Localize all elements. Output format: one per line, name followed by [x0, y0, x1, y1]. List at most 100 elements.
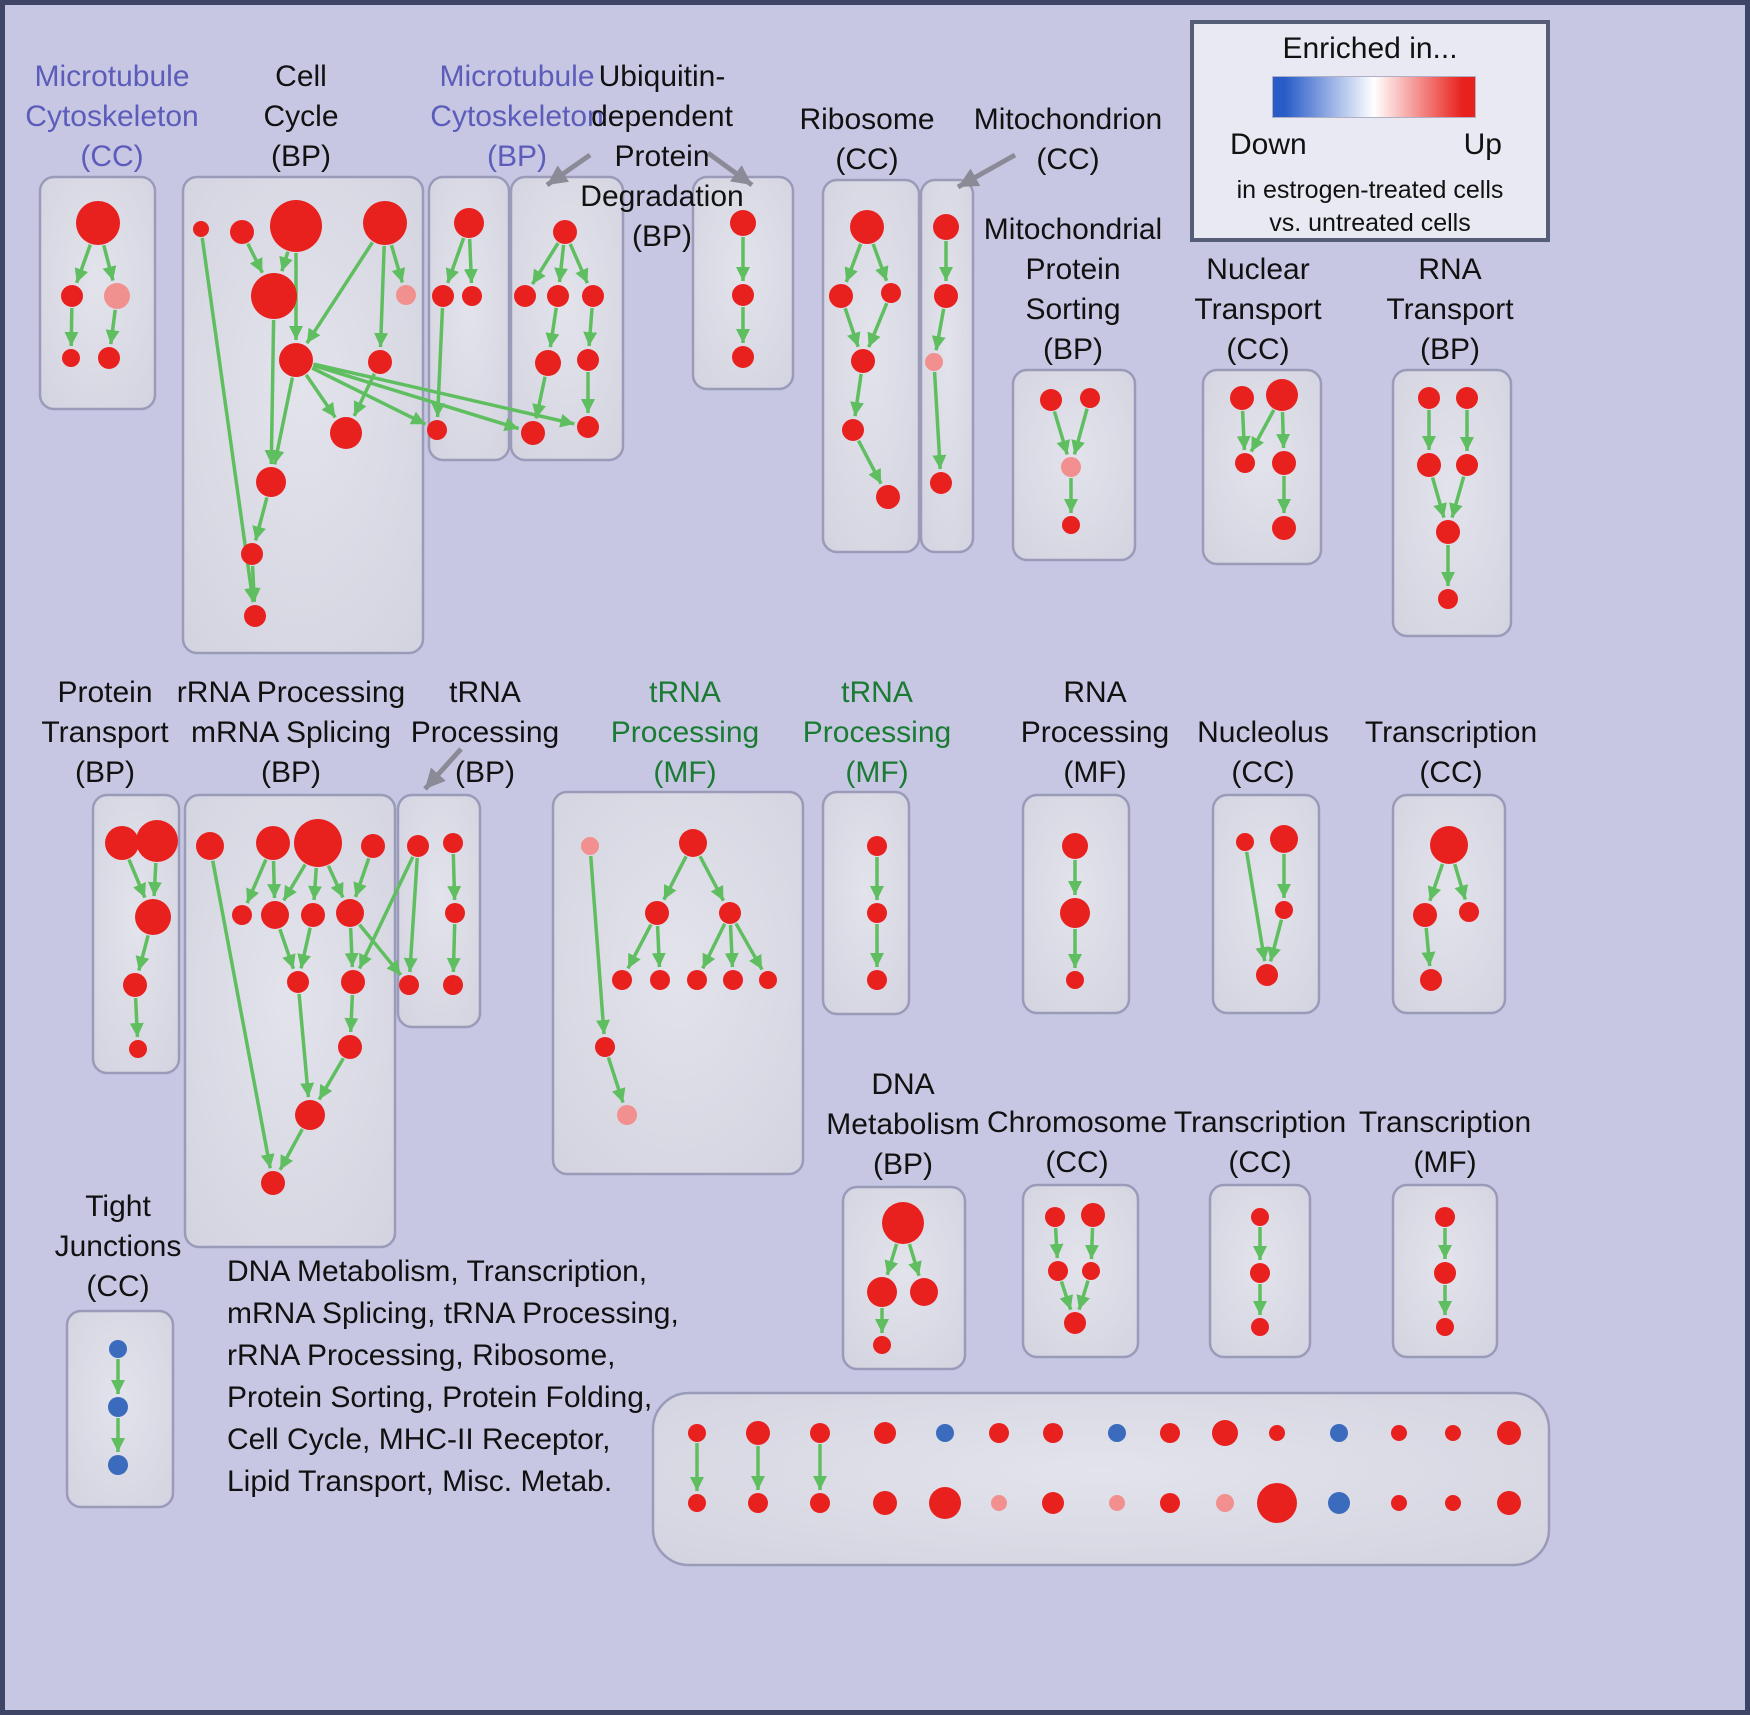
go-term-node-tp1	[407, 835, 429, 857]
edge-arrow	[1244, 851, 1270, 962]
go-term-node-i1	[1062, 833, 1088, 859]
go-term-node-v3	[732, 346, 754, 368]
go-term-node-g5	[612, 970, 632, 990]
go-term-node-bb5	[929, 1487, 961, 1519]
edge-arrow	[1084, 1227, 1099, 1260]
go-term-node-k4	[1420, 969, 1442, 991]
edge-arrow	[583, 307, 598, 347]
go-term-node-c3	[270, 200, 322, 252]
edge-arrow	[1453, 863, 1468, 901]
go-term-node-n1	[933, 214, 959, 240]
edge-arrow	[344, 927, 359, 968]
edge-arrow	[651, 925, 666, 968]
go-term-node-bb13	[1391, 1495, 1407, 1511]
go-term-node-rr9	[287, 971, 309, 993]
go-term-node-s1	[1418, 387, 1440, 409]
edge-arrow	[554, 244, 569, 283]
edge-arrow	[313, 362, 575, 428]
go-term-node-rr10	[341, 970, 365, 994]
go-term-node-f2	[1250, 1263, 1270, 1283]
go-term-node-bb7	[1042, 1492, 1064, 1514]
edge-arrow	[105, 309, 120, 345]
go-term-node-bt13	[1391, 1425, 1407, 1441]
edge-arrow	[353, 857, 371, 898]
edge-arrow	[1236, 410, 1251, 451]
go-term-node-k2	[1413, 903, 1437, 927]
edge-arrow	[867, 302, 889, 348]
edge-arrow	[1071, 408, 1089, 455]
go-term-node-c4	[363, 201, 407, 245]
edge-arrow	[662, 855, 688, 901]
go-term-node-bb11	[1257, 1483, 1297, 1523]
go-term-node-q5	[1272, 516, 1296, 540]
cluster-box-misc-cluster	[651, 1391, 1551, 1567]
edge-arrow	[931, 308, 946, 351]
go-term-node-q4	[1272, 451, 1296, 475]
legend-title: Enriched in...	[1282, 32, 1458, 65]
edge-arrow	[135, 934, 150, 971]
go-term-node-u8	[577, 416, 599, 438]
go-term-node-rr2	[256, 826, 290, 860]
go-term-node-s5	[1436, 520, 1460, 544]
go-term-node-p2	[1080, 388, 1100, 408]
go-term-node-pt3	[135, 899, 171, 935]
edge-arrow	[1049, 1227, 1064, 1259]
go-term-node-bt3	[810, 1423, 830, 1443]
edge-arrow	[463, 238, 478, 284]
go-term-node-p1	[1040, 389, 1062, 411]
go-term-node-c6	[396, 285, 416, 305]
edge-arrow	[267, 860, 282, 899]
edge-arrow	[701, 922, 727, 970]
edge-arrow	[606, 1056, 626, 1104]
edge-arrow	[282, 863, 307, 902]
go-term-node-tj2	[108, 1397, 128, 1417]
edge-arrow	[1276, 411, 1291, 449]
legend-subtitle-line2: vs. untreated cells	[1269, 209, 1471, 237]
go-term-node-n3	[925, 353, 943, 371]
go-term-node-rr7	[301, 903, 325, 927]
edge-arrow	[245, 858, 268, 904]
edge-arrow	[724, 924, 739, 968]
cluster-box-trna-processing-mf-2	[821, 790, 911, 1016]
go-term-node-u4	[582, 285, 604, 307]
edge-arrow	[907, 1243, 922, 1277]
edge-arrow	[626, 923, 653, 970]
go-term-node-bt14	[1445, 1425, 1461, 1441]
go-term-node-bt11	[1269, 1425, 1285, 1441]
network-diagram	[38, 150, 1551, 1567]
go-term-node-rr4	[361, 834, 385, 858]
label-pointer-arrow	[423, 747, 463, 791]
go-term-node-r1	[850, 210, 884, 244]
go-term-node-s3	[1417, 453, 1441, 477]
edge-arrow	[1249, 409, 1276, 453]
edge-arrow	[588, 855, 610, 1035]
cluster-box-ubiquitin-bp-a	[509, 175, 625, 462]
go-term-node-tp5	[443, 975, 463, 995]
go-term-node-tp2	[443, 833, 463, 853]
edge-arrow	[317, 1057, 345, 1101]
go-term-node-c10	[256, 467, 286, 497]
go-term-node-u3	[547, 285, 569, 307]
legend-up-label: Up	[1463, 128, 1502, 161]
edge-arrow	[545, 307, 560, 348]
go-term-node-p3	[1061, 457, 1081, 477]
go-term-node-d4	[873, 1336, 891, 1354]
edge-arrow	[884, 1243, 899, 1276]
edge-arrow	[1267, 919, 1284, 962]
go-term-node-j2	[1270, 825, 1298, 853]
edge-arrow	[200, 237, 259, 603]
go-term-node-bt2	[746, 1421, 770, 1445]
label-pointer-arrow	[956, 152, 1017, 190]
go-term-node-s2	[1456, 387, 1478, 409]
go-term-node-j4	[1256, 964, 1278, 986]
go-term-node-bb14	[1445, 1495, 1461, 1511]
legend-down-label: Down	[1230, 128, 1307, 161]
edge-arrow	[850, 373, 864, 417]
edge-arrow	[74, 244, 92, 284]
go-term-node-rr5	[232, 905, 252, 925]
edge-arrow	[297, 993, 315, 1098]
edge-arrow	[64, 307, 79, 347]
go-term-node-d2	[867, 1277, 897, 1307]
cluster-box-transcription-cc-1	[1391, 793, 1507, 1015]
label-pointer-arrow	[545, 152, 592, 188]
